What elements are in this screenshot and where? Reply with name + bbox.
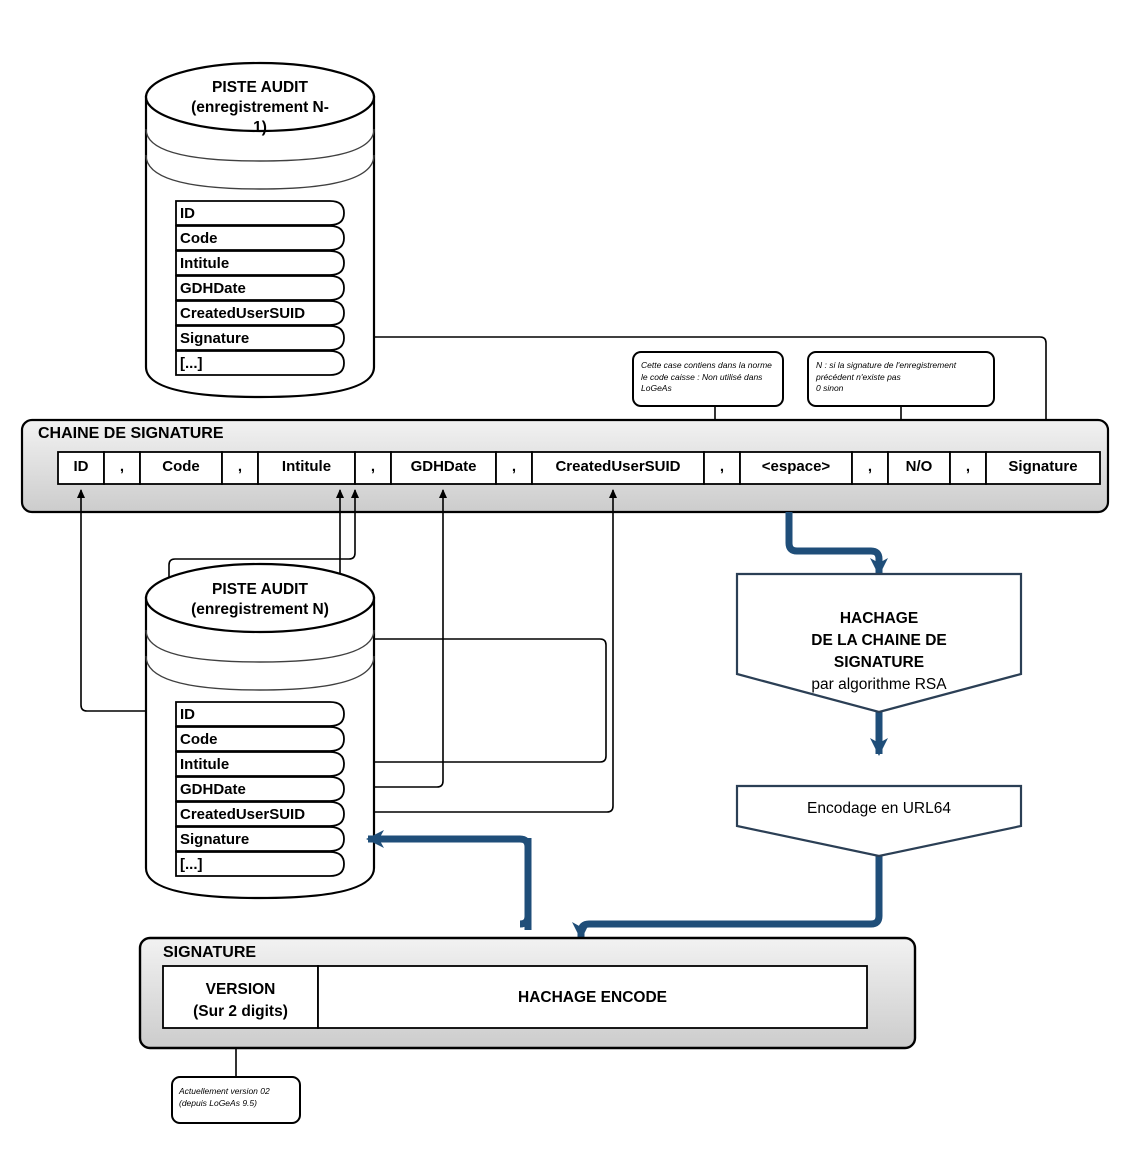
blue-encode-to-signature (572, 837, 883, 940)
chain-cell-gdhdate[interactable]: GDHDate (410, 458, 477, 475)
signature-version-line1: VERSION (205, 981, 276, 998)
current-field-shapes (175, 701, 345, 877)
chain-sep-3: , (370, 458, 376, 475)
callout-version-box (171, 1076, 301, 1124)
prev-field-gdhdate[interactable]: GDHDate (180, 280, 246, 297)
cylinder-prev-title: PISTE AUDIT (enregistrement N- 1) (152, 78, 368, 138)
hash-box-text: HACHAGE DE LA CHAINE DE SIGNATURE par al… (737, 608, 1021, 696)
connector-id (77, 489, 176, 712)
callout-espace-line2: le code caisse : Non utilisé dans (641, 371, 763, 382)
chain-cell-id[interactable]: ID (73, 458, 89, 475)
callout-no-text: N : si la signature de l'enregistrement … (816, 360, 992, 395)
chain-sep-2: , (237, 458, 243, 475)
chain-cell-signature[interactable]: Signature (1008, 458, 1078, 475)
callout-espace-line1: Cette case contiens dans la norme (641, 360, 772, 370)
signature-version-line2: (Sur 2 digits) (193, 1003, 288, 1020)
current-field-id[interactable]: ID (180, 706, 195, 723)
current-field-ellipsis[interactable]: [...] (180, 856, 203, 873)
callout-box-shapes (171, 351, 995, 1124)
connector-intitule (336, 489, 607, 763)
chain-cell-code[interactable]: Code (162, 458, 200, 475)
hash-cell-shape (317, 965, 868, 1029)
current-field-createdusersuid[interactable]: CreatedUserSUID (180, 806, 306, 823)
chain-sep-7: , (965, 458, 971, 475)
prev-field-ellipsis[interactable]: [...] (180, 355, 203, 372)
encode-box-shape (735, 784, 1023, 858)
prev-field-shapes (175, 200, 345, 376)
cylinder-prev-title-line1: PISTE AUDIT (212, 79, 308, 96)
chain-cell-espace[interactable]: <espace> (761, 458, 831, 475)
blue-to-record-signature (366, 830, 532, 930)
current-field-gdhdate[interactable]: GDHDate (180, 781, 246, 798)
hash-box-line3: SIGNATURE (833, 654, 925, 671)
chain-sep-5: , (719, 458, 725, 475)
chain-cell-no[interactable]: N/O (905, 458, 933, 475)
connector-gdhdate (340, 489, 447, 788)
hash-box-shape (735, 572, 1023, 714)
cylinder-current-title: PISTE AUDIT (enregistrement N) (152, 580, 368, 620)
current-field-code[interactable]: Code (180, 731, 218, 748)
signature-hash-cell: HACHAGE ENCODE (518, 989, 667, 1006)
chain-cell-intitule[interactable]: Intitule (281, 458, 332, 475)
cylinder-current-title-line1: PISTE AUDIT (212, 581, 308, 598)
hash-box-line1: HACHAGE (839, 610, 919, 627)
chain-cell-createdusersuid[interactable]: CreatedUserSUID (555, 458, 681, 475)
connector-group-black (344, 336, 1050, 453)
connector-createduser (340, 489, 617, 813)
callout-version-text: Actuellement version 02 (depuis LoGeAs 9… (179, 1086, 299, 1109)
current-field-signature[interactable]: Signature (180, 831, 250, 848)
prev-field-intitule[interactable]: Intitule (180, 255, 230, 272)
blue-return-group (366, 830, 532, 930)
hash-box-line2: DE LA CHAINE DE (811, 632, 947, 649)
blue-chain-to-hash (785, 512, 888, 576)
chain-cells-shapes (57, 451, 1101, 485)
callout-espace-box (632, 351, 784, 407)
current-field-intitule[interactable]: Intitule (180, 756, 230, 773)
callout-no-box (807, 351, 995, 407)
cylinder-prev-title-line3: 1) (253, 119, 267, 136)
callout-espace-text: Cette case contiens dans la norme le cod… (641, 360, 781, 395)
signature-version-cell: VERSION (Sur 2 digits) (163, 979, 318, 1023)
prev-field-createdusersuid[interactable]: CreatedUserSUID (180, 305, 306, 322)
callout-espace-line3: LoGeAs (641, 383, 672, 393)
chain-sep-6: , (867, 458, 873, 475)
callout-no-line3: 0 sinon (816, 383, 844, 393)
callout-version-line1: Actuellement version 02 (179, 1086, 270, 1096)
callout-no-line2: précédent n'existe pas (816, 371, 901, 382)
prev-field-id[interactable]: ID (180, 205, 195, 222)
signature-panel-shape (138, 936, 917, 1050)
cylinder-current-title-line2: (enregistrement N) (191, 601, 329, 618)
prev-field-code[interactable]: Code (180, 230, 218, 247)
cylinder-prev-title-line2: (enregistrement N- (191, 99, 329, 116)
connector-prevsig-to-signature (344, 336, 1050, 453)
chain-panel-title: CHAINE DE SIGNATURE (38, 425, 224, 442)
chain-sep-4: , (511, 458, 517, 475)
encode-box-label: Encodage en URL64 (807, 800, 951, 817)
callout-version-line2: (depuis LoGeAs 9.5) (179, 1097, 257, 1108)
prev-field-signature[interactable]: Signature (180, 330, 250, 347)
signature-panel-title: SIGNATURE (163, 944, 257, 961)
version-cell-shape (162, 965, 319, 1029)
chain-sep-1: , (119, 458, 125, 475)
hash-box-line4: par algorithme RSA (811, 676, 947, 693)
callout-no-line1: N : si la signature de l'enregistrement (816, 360, 957, 370)
